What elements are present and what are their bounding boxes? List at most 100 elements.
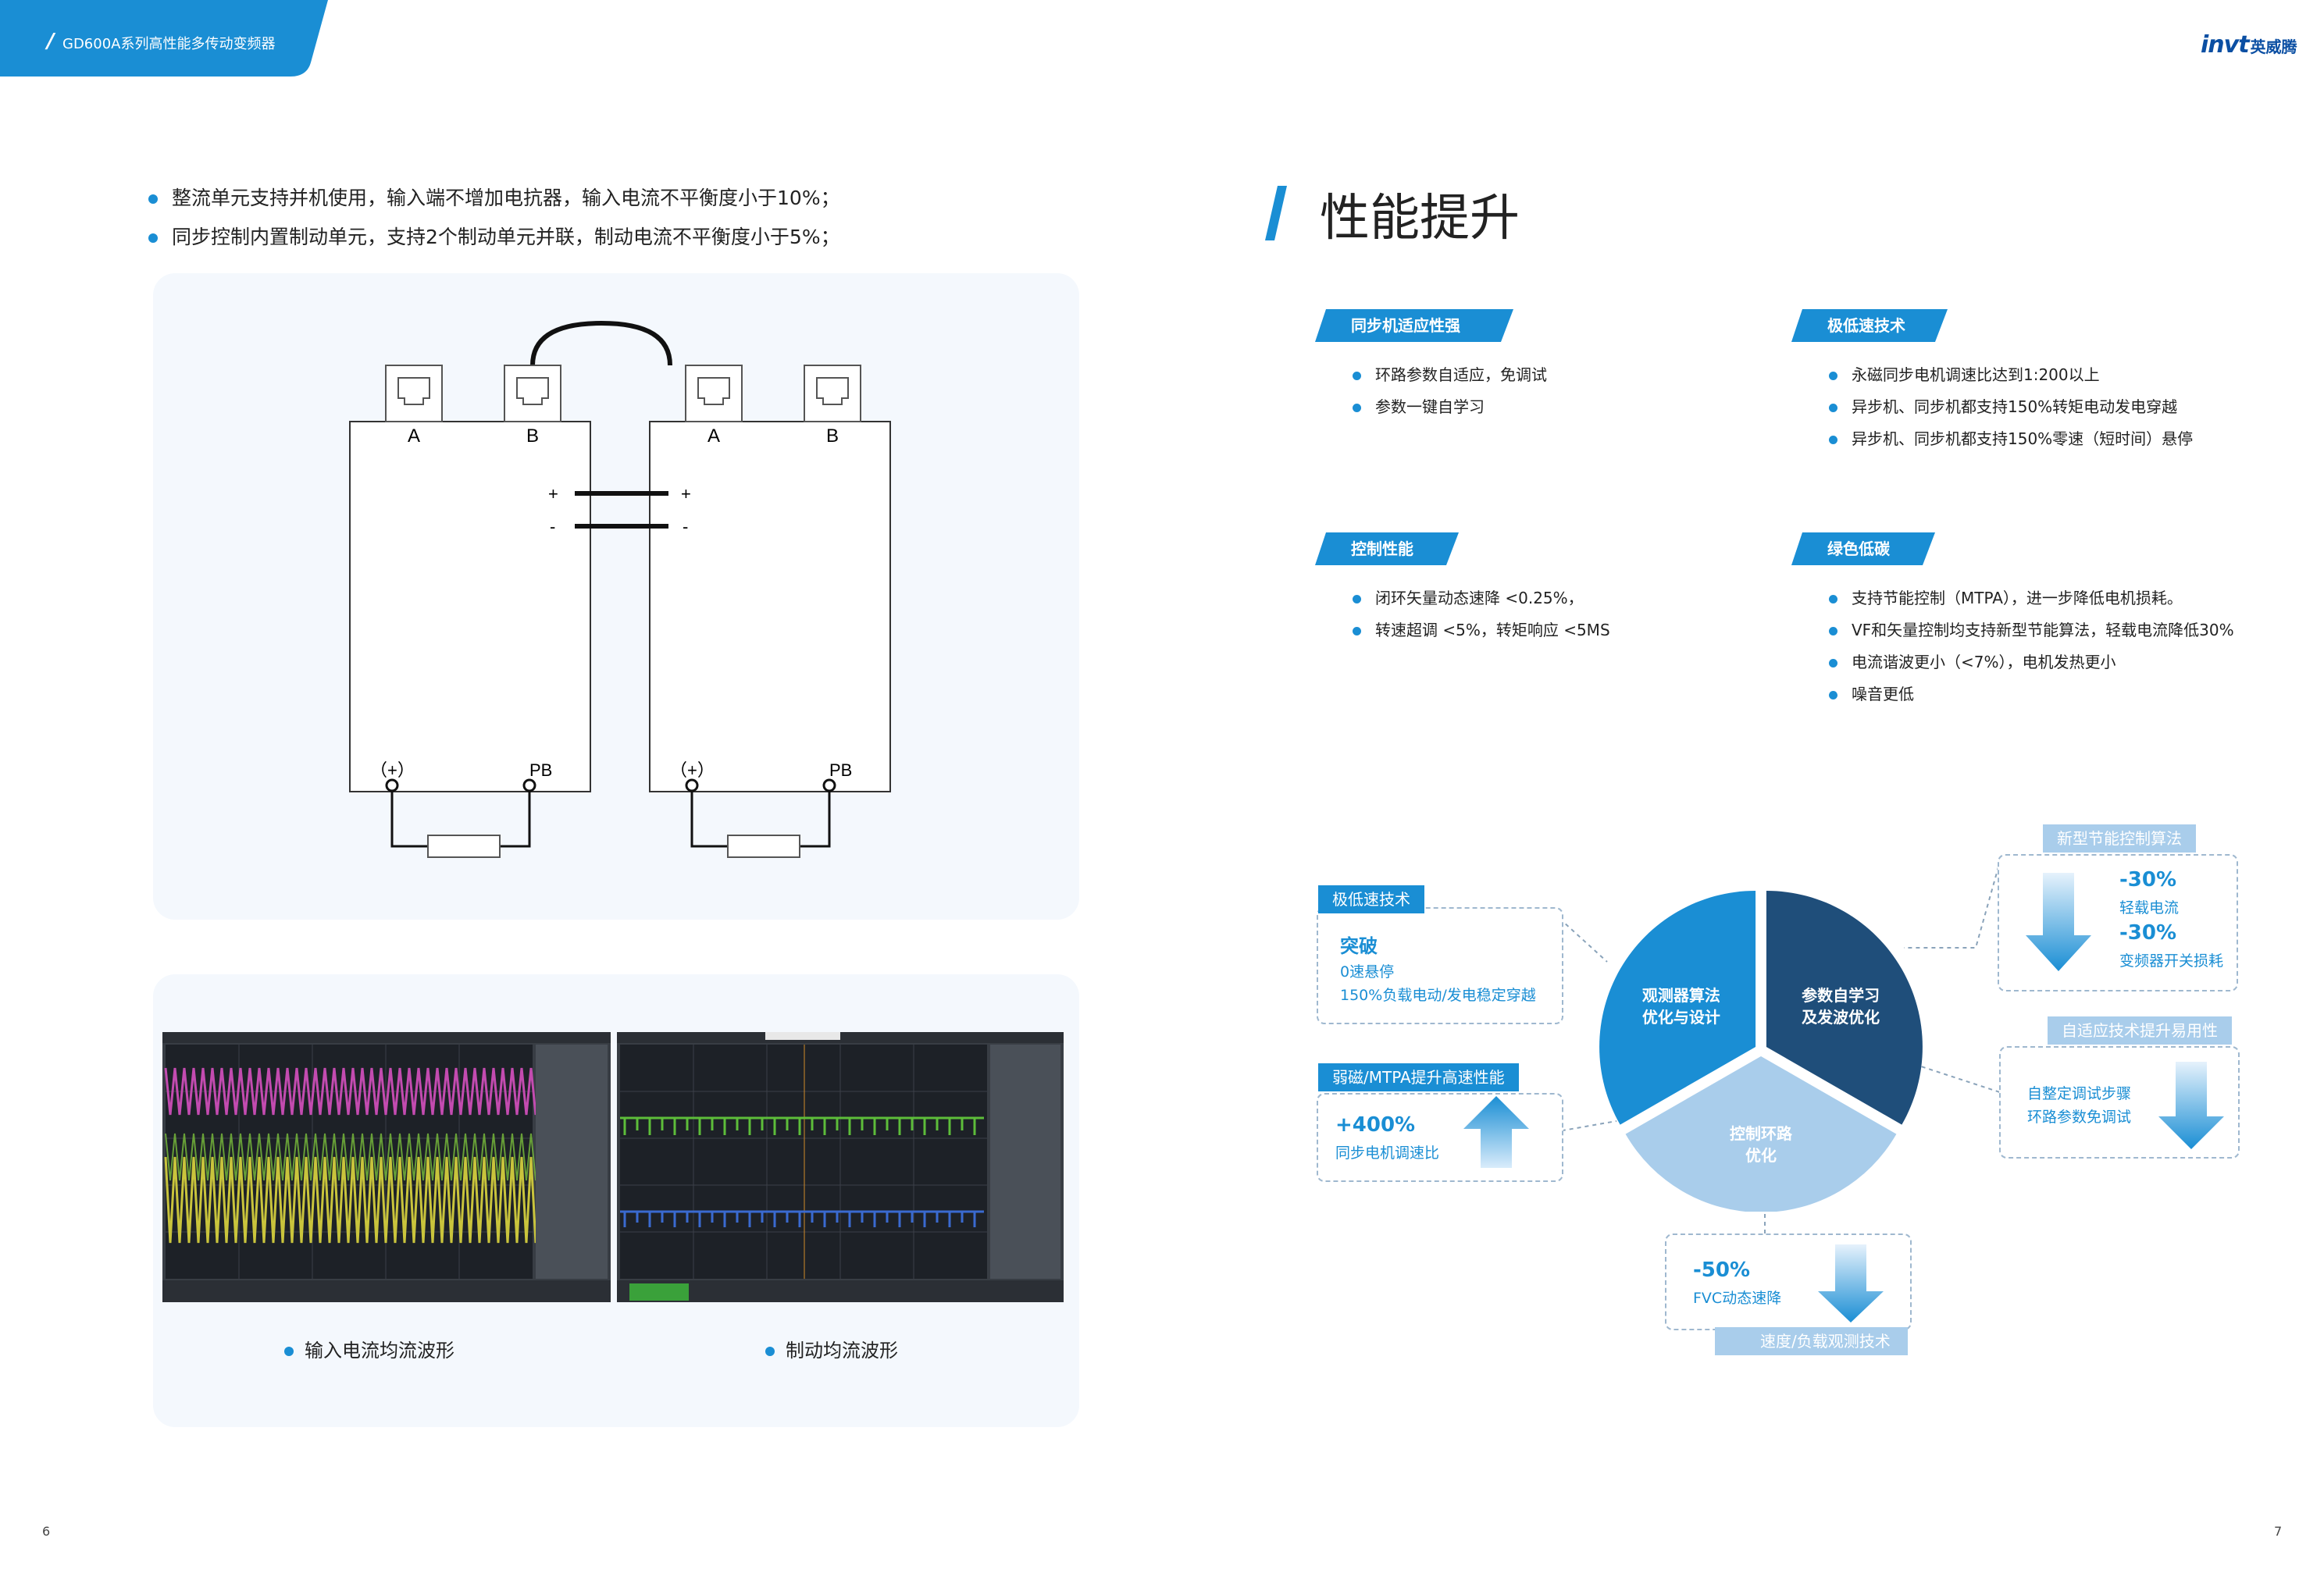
feature-item: VF和矢量控制均支持新型节能算法，轻载电流降低30% [1829, 618, 2234, 640]
pie-slice-label: 参数自学习 [1802, 986, 1880, 1005]
feature-text: 闭环矢量动态速降 <0.25%， [1375, 589, 1584, 607]
bullet-dot [148, 233, 158, 243]
bullet-dot [1829, 436, 1837, 444]
caption-input-current: 输入电流均流波形 [284, 1335, 454, 1362]
cable [530, 320, 672, 366]
page-title: 性能提升 [1320, 190, 1520, 247]
header-tab [0, 0, 328, 77]
up-arrow-icon [1463, 1096, 1529, 1168]
pie-slice [1599, 890, 1756, 1125]
header-slash-mark: / [47, 30, 55, 53]
port-label: B [526, 425, 539, 447]
callout-text: 150%负载电动/发电稳定穿越 [1340, 987, 1536, 1004]
callout-value: -30% [2119, 921, 2177, 945]
port-icon [385, 365, 443, 422]
callout-tag: 速度/负载观测技术 [1715, 1327, 1908, 1355]
callout-text: FVC动态速降 [1693, 1290, 1782, 1307]
bullet-dot [1353, 404, 1361, 412]
down-arrow-icon [1818, 1244, 1884, 1322]
port-label: A [708, 425, 720, 447]
section-tag: 绿色低碳 [1791, 532, 1971, 565]
section-tag: 控制性能 [1315, 532, 1495, 565]
terminal-label: （+） [370, 760, 415, 780]
feature-item: 环路参数自适应，免调试 [1353, 362, 1547, 385]
bullet-dot [1829, 404, 1837, 412]
bullet-item: 整流单元支持并机使用，输入端不增加电抗器，输入电流不平衡度小于10%； [148, 183, 840, 211]
section-tag: 极低速技术 [1791, 309, 1984, 342]
caption-text: 输入电流均流波形 [305, 1340, 454, 1362]
parallel-braking-circuit-diagram: A B A B + + - - （+） PB （+） PB [349, 320, 891, 858]
port-icon [804, 365, 861, 422]
feature-text: 噪音更低 [1852, 685, 1914, 703]
caption-dot [284, 1347, 294, 1356]
terminal-label: PB [529, 760, 552, 780]
pie-slice [1766, 890, 1923, 1125]
input-current-waveform-image [162, 1032, 611, 1302]
pie-slice-label: 控制环路 [1730, 1124, 1793, 1143]
bullet-dot [1829, 691, 1837, 700]
callout-text: 同步电机调速比 [1335, 1144, 1440, 1162]
page-number-left: 6 [42, 1524, 51, 1539]
title-slash-mark [1265, 186, 1287, 240]
feature-text: 永磁同步电机调速比达到1:200以上 [1852, 365, 2100, 384]
pie-slices [1599, 890, 1923, 1212]
section-tag-label: 同步机适应性强 [1351, 316, 1460, 335]
feature-item: 转速超调 <5%，转矩响应 <5MS [1353, 618, 1610, 640]
logo-name: 英威腾 [2250, 37, 2297, 56]
bullet-dot [1353, 595, 1361, 603]
port-icon [685, 365, 743, 422]
braking-resistor-wiring [390, 791, 831, 848]
bullet-dot [1829, 372, 1837, 380]
braking-current-waveform-image [617, 1032, 1064, 1302]
feature-text: 电流谐波更小（<7%），电机发热更小 [1852, 653, 2116, 671]
logo-mark: invt [2201, 31, 2250, 59]
down-arrow-icon [2158, 1062, 2224, 1149]
callout-value: +400% [1335, 1113, 1416, 1137]
braking-resistor [727, 835, 800, 858]
port-label: A [408, 425, 420, 447]
callout-heading: 突破 [1340, 935, 1378, 957]
drive-unit-2 [649, 421, 891, 792]
callout-tag: 弱磁/MTPA提升高速性能 [1318, 1063, 1519, 1091]
bullet-dot [148, 194, 158, 204]
feature-item: 永磁同步电机调速比达到1:200以上 [1829, 362, 2100, 385]
dc-plus-label: + [681, 484, 691, 504]
pie-slice-label: 及发波优化 [1802, 1008, 1880, 1027]
callout-text: 0速悬停 [1340, 963, 1395, 981]
down-arrow-icon [2026, 873, 2091, 971]
bullet-dot [1829, 627, 1837, 635]
pie-slice [1625, 1056, 1897, 1212]
callout-tag: 自适应技术提升易用性 [2048, 1016, 2232, 1045]
callout-text: 自整定调试步骤 [2027, 1085, 2132, 1102]
section-tag-label: 控制性能 [1351, 539, 1413, 558]
dc-minus-label: - [550, 517, 555, 536]
feature-item: 参数一键自学习 [1353, 394, 1485, 417]
feature-text: 异步机、同步机都支持150%零速（短时间）悬停 [1852, 429, 2194, 448]
terminal-label: PB [829, 760, 852, 780]
bullet-dot [1353, 372, 1361, 380]
bullet-dot [1829, 595, 1837, 603]
callout-energy [1998, 854, 2238, 991]
feature-text: 参数一键自学习 [1375, 397, 1485, 416]
bullet-text: 整流单元支持并机使用，输入端不增加电抗器，输入电流不平衡度小于10%； [172, 187, 840, 209]
caption-braking-current: 制动均流波形 [765, 1335, 898, 1362]
callout-tag: 极低速技术 [1318, 885, 1424, 913]
caption-dot [765, 1347, 775, 1356]
feature-text: 环路参数自适应，免调试 [1375, 365, 1547, 384]
diagram-connectors [1554, 858, 2008, 1233]
feature-item: 闭环矢量动态速降 <0.25%， [1353, 586, 1584, 608]
callout-text: 环路参数免调试 [2027, 1109, 2132, 1126]
bullet-dot [1353, 627, 1361, 635]
feature-text: VF和矢量控制均支持新型节能算法，轻载电流降低30% [1852, 621, 2234, 639]
terminal-label: （+） [670, 760, 715, 780]
page-number-right: 7 [2274, 1524, 2283, 1539]
braking-resistor [427, 835, 501, 858]
dc-minus-label: - [683, 517, 688, 536]
feature-item: 异步机、同步机都支持150%零速（短时间）悬停 [1829, 426, 2193, 449]
callout-value: -30% [2119, 868, 2177, 892]
feature-text: 支持节能控制（MTPA），进一步降低电机损耗。 [1852, 589, 2183, 607]
section-tag-label: 极低速技术 [1827, 316, 1905, 335]
callout-text: 变频器开关损耗 [2119, 952, 2224, 970]
